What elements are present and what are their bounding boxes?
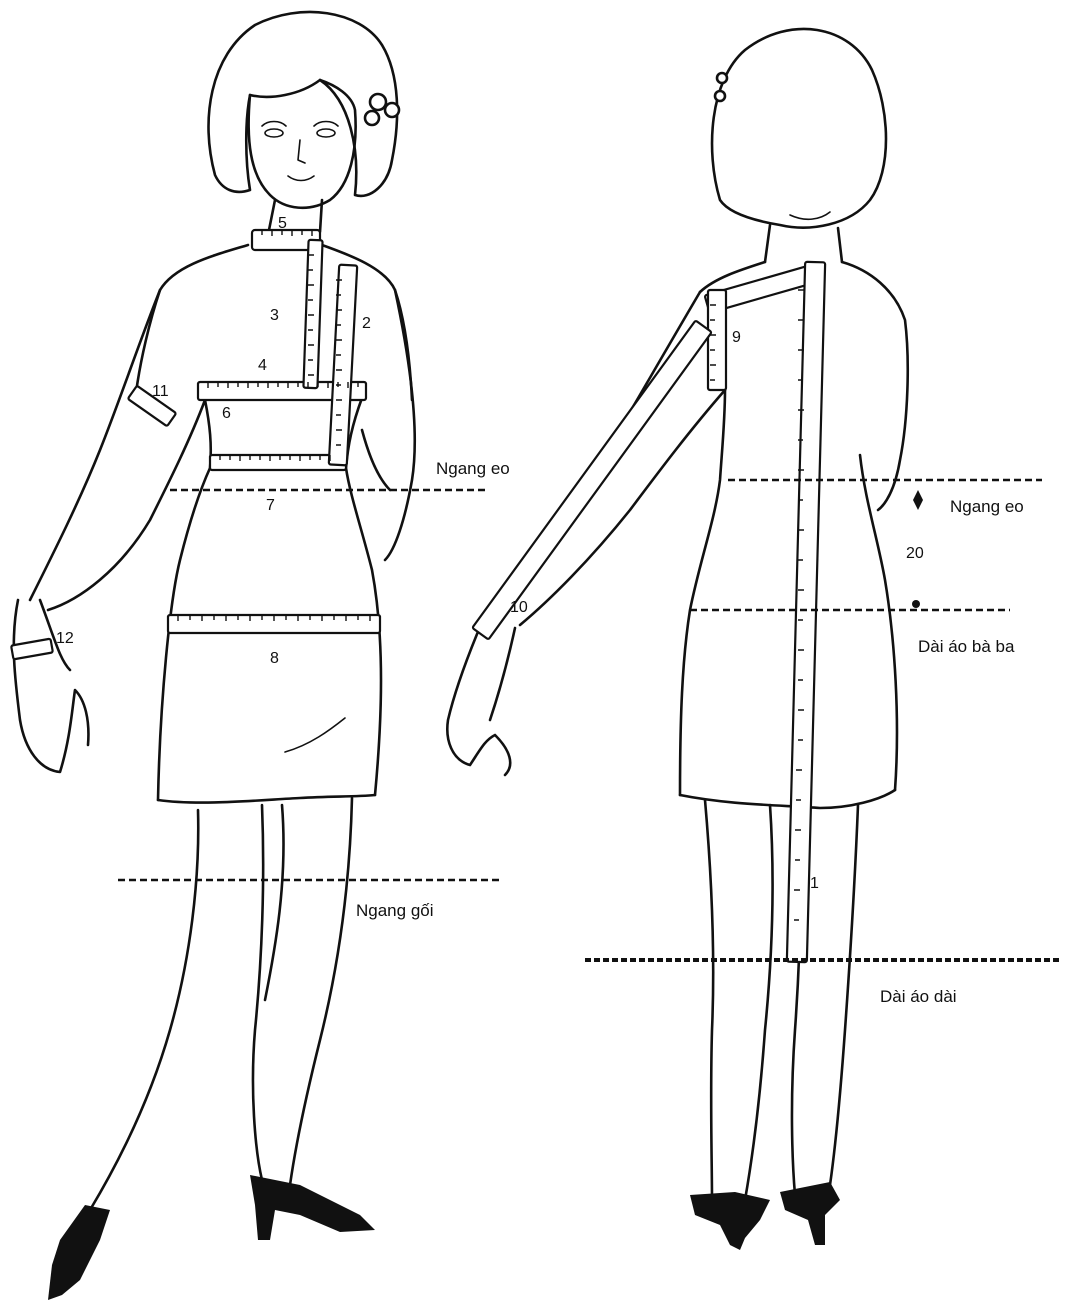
num-8: 8	[270, 650, 279, 667]
num-2: 2	[362, 315, 371, 332]
marker-waist	[913, 490, 923, 510]
num-5: 5	[278, 215, 287, 232]
marker-ba-ba	[912, 600, 920, 608]
num-10: 10	[510, 599, 528, 616]
line-labels: Ngang eo Ngang eo Dài áo bà ba Ngang gối…	[356, 459, 1024, 1006]
num-7: 7	[266, 497, 275, 514]
label-ngang-goi: Ngang gối	[356, 901, 434, 920]
num-1: 1	[810, 875, 819, 892]
num-9: 9	[732, 329, 741, 346]
num-4: 4	[258, 357, 267, 374]
back-figure	[447, 29, 907, 1250]
label-dai-ao-ba-ba: Dài áo bà ba	[918, 637, 1015, 656]
front-figure	[11, 12, 415, 1300]
num-11: 11	[152, 383, 169, 400]
num-3: 3	[270, 307, 279, 324]
label-ngang-eo-front: Ngang eo	[436, 459, 510, 478]
label-ngang-eo-back: Ngang eo	[950, 497, 1024, 516]
num-20: 20	[906, 545, 924, 562]
label-dai-ao-dai: Dài áo dài	[880, 987, 957, 1006]
num-12: 12	[56, 630, 74, 647]
num-6: 6	[222, 405, 231, 422]
